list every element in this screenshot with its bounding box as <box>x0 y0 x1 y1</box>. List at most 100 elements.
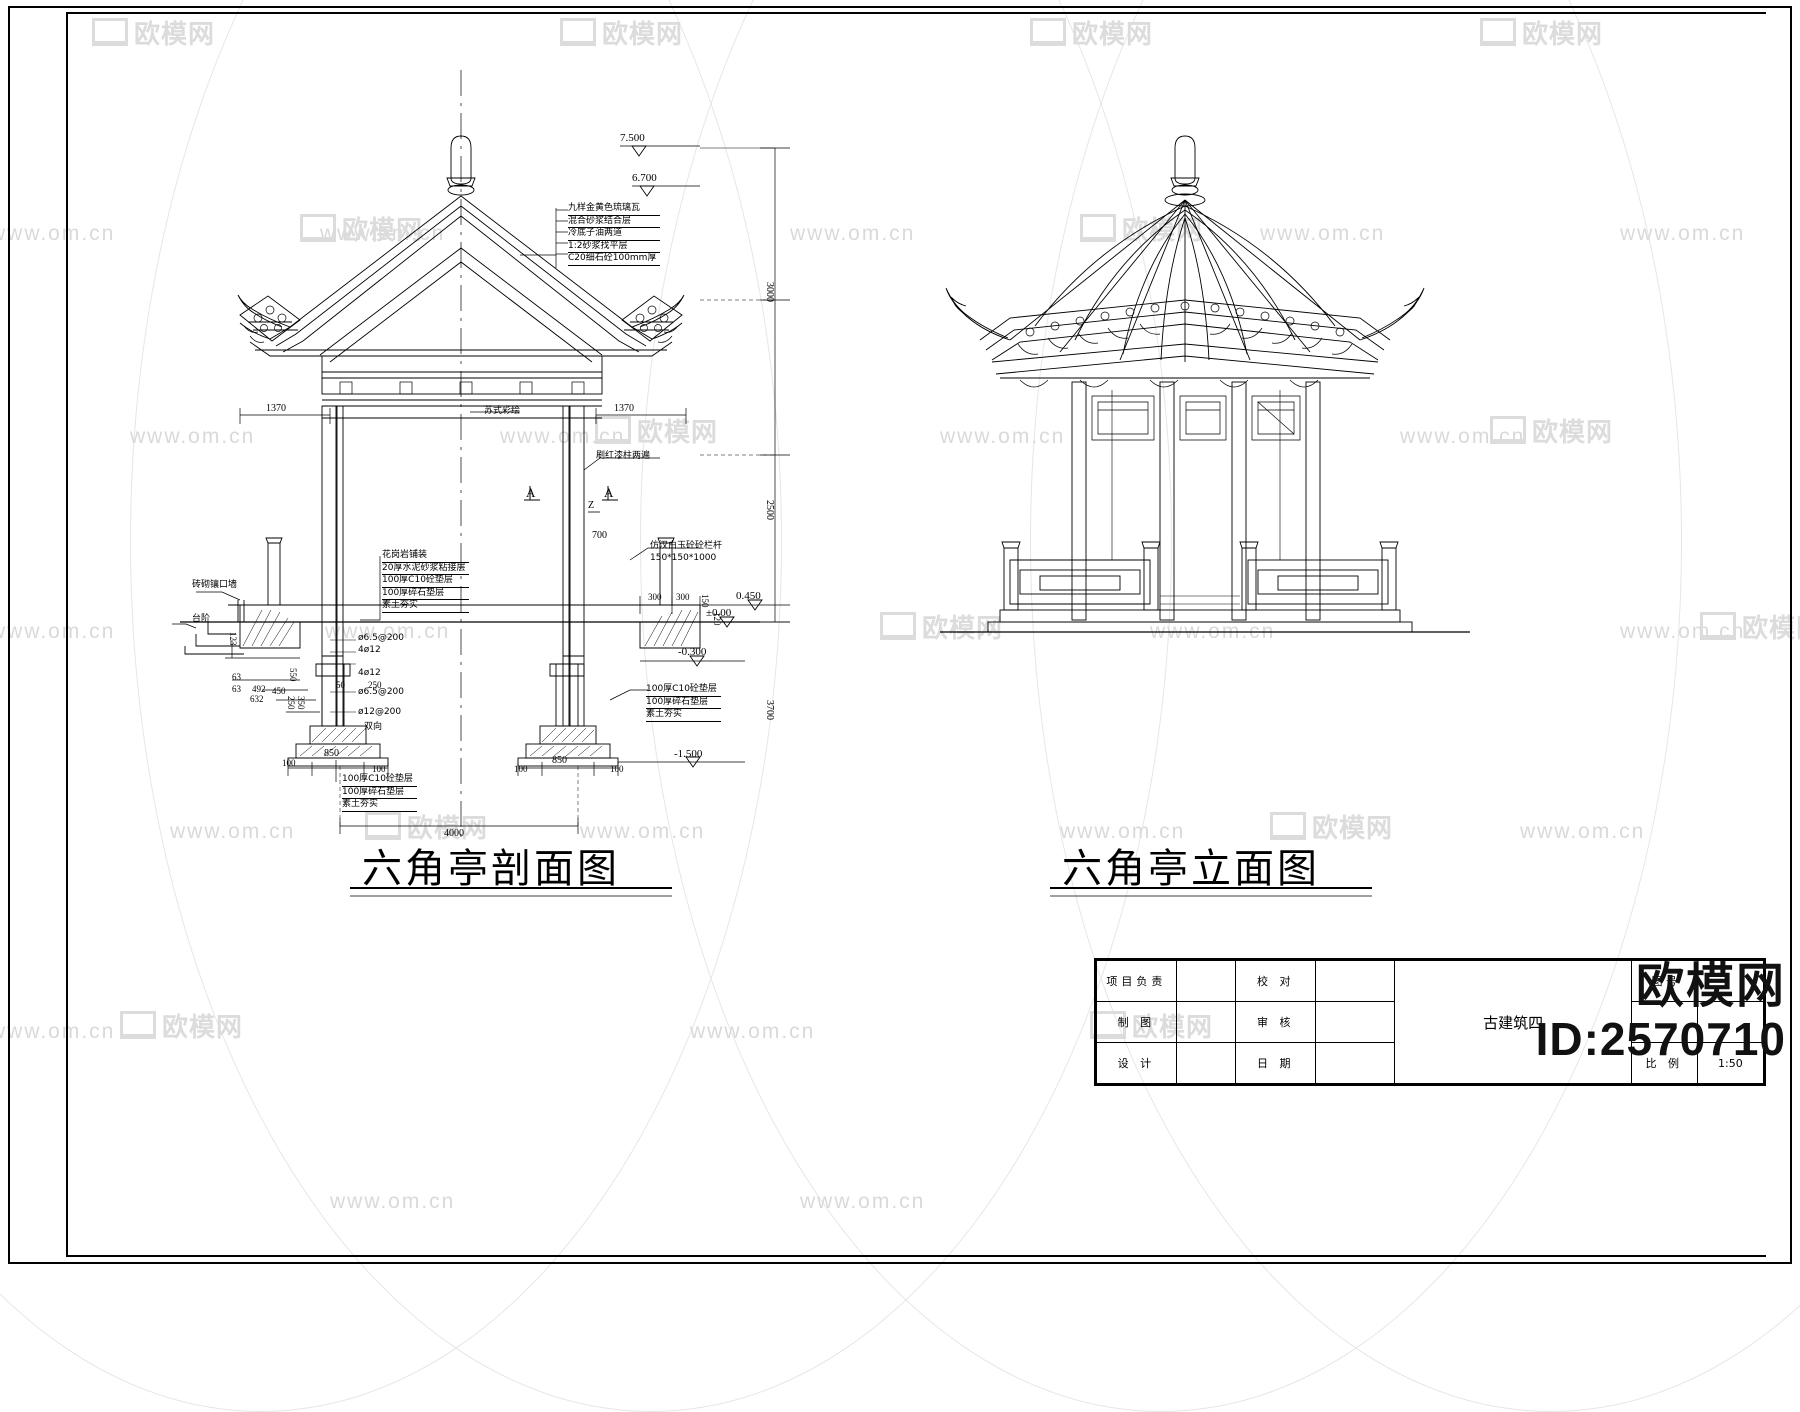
title-block-spacer <box>1630 1001 1698 1043</box>
watermark-text: www.om.cn <box>1060 820 1186 843</box>
dimension-100: 100 <box>372 764 386 774</box>
footing-note-line: 100厚碎石垫层 <box>342 787 417 799</box>
paving-note-line: 素土夯实 <box>382 600 470 613</box>
title-block-cell-drafter: 制 图 <box>1096 1001 1177 1043</box>
dimension-550: 550 <box>288 668 298 682</box>
dimension-250b: 250 <box>286 696 296 710</box>
title-block-cell-value[interactable] <box>1175 1001 1237 1043</box>
title-block-spacer <box>1696 1001 1765 1043</box>
dimension-300a: 300 <box>648 592 662 602</box>
footing-note-bottom: 100厚C10砼垫层 100厚碎石垫层 素土夯实 <box>342 774 417 812</box>
sheet-border-inner <box>66 12 1766 1257</box>
elevation-marker: 7.500 <box>620 132 645 144</box>
elevation-marker: ±0.00 <box>706 607 732 619</box>
watermark-logo: 欧模网 <box>365 808 488 845</box>
sheet-border-outer <box>8 6 1792 1264</box>
roof-note-line: C20细石砼100mm厚 <box>568 253 661 266</box>
watermark-logo: 欧模网 <box>560 14 683 51</box>
dimension-450: 450 <box>272 686 286 696</box>
watermark-text: www.om.cn <box>170 820 296 843</box>
watermark-text: www.om.cn <box>0 620 116 643</box>
double-way-label: 双向 <box>364 722 383 732</box>
watermark-logo: 欧模网 <box>92 14 215 51</box>
watermark-text: www.om.cn <box>940 425 1066 448</box>
dimension-vertical: 3700 <box>764 700 775 720</box>
watermark-logo: 欧模网 <box>1270 808 1393 845</box>
title-block-cell-date: 日 期 <box>1235 1042 1317 1084</box>
title-block-row: 制 图 审 核 <box>1096 1001 1765 1043</box>
roof-construction-note: 九样金黄色琉璃瓦 混合砂浆结合层 冷底子油两道 1:2砂浆找平层 C20细石砼1… <box>568 203 661 266</box>
watermark-text: www.om.cn <box>790 222 916 245</box>
watermark-text: www.om.cn <box>0 1020 116 1043</box>
footing-note-right: 100厚C10砼垫层 100厚碎石垫层 素土夯实 <box>646 684 721 722</box>
watermark-text: www.om.cn <box>325 620 451 643</box>
section-mark-a-left: A <box>526 485 536 500</box>
title-block-cell-checked: 校 对 <box>1235 960 1317 1002</box>
dimension-63a: 63 <box>232 672 241 682</box>
footing-note-line: 100厚C10砼垫层 <box>342 774 417 787</box>
watermark-logo: 欧模网 <box>1490 412 1613 449</box>
title-block-cell-value[interactable] <box>1175 960 1237 1002</box>
title-block-scale-value: 1:50 <box>1696 1042 1765 1084</box>
rebar-callout: ø6.5@200 <box>358 633 404 643</box>
watermark-text: www.om.cn <box>130 425 256 448</box>
dimension-100: 100 <box>610 764 624 774</box>
watermark-text: www.om.cn <box>580 820 706 843</box>
dimension-123: 123 <box>228 632 238 646</box>
watermark-logo: 欧模网 <box>595 412 718 449</box>
title-block-row: 项目负责 校 对 古建筑四 图 号 <box>1096 960 1765 1084</box>
title-block-cell-value[interactable] <box>1175 1042 1237 1084</box>
watermark-logo: 欧模网 <box>1030 14 1153 51</box>
elevation-marker: -1.500 <box>674 748 703 760</box>
dimension-1370-left: 1370 <box>266 403 286 414</box>
watermark-text: www.om.cn <box>690 1020 816 1043</box>
dimension-300b: 300 <box>676 592 690 602</box>
title-block-cell-designer: 设 计 <box>1096 1042 1177 1084</box>
title-block-cell-value[interactable] <box>1315 1042 1396 1084</box>
watermark-text: www.om.cn <box>800 1190 926 1213</box>
roof-note-line: 九样金黄色琉璃瓦 <box>568 203 661 216</box>
dimension-632: 632 <box>250 694 264 704</box>
title-block-cell-value[interactable] <box>1315 960 1396 1002</box>
paving-note-line: 20厚水泥砂浆粘接层 <box>382 563 470 575</box>
roof-note-line: 1:2砂浆找平层 <box>568 241 661 253</box>
su-painting-label: 苏式彩绘 <box>484 406 521 416</box>
title-block-cell-value[interactable] <box>1315 1001 1396 1043</box>
dimension-150: 150 <box>700 594 710 608</box>
dimension-850-right: 850 <box>552 755 567 766</box>
dimension-vertical: 2500 <box>764 500 775 520</box>
rebar-callout: ø6.5@200 <box>358 687 404 697</box>
dimension-850-left: 850 <box>324 748 339 759</box>
railing-label: 仿汉白玉砼砼栏杆 <box>650 541 723 551</box>
watermark-text: www.om.cn <box>0 222 116 245</box>
dimension-492: 492 <box>252 684 266 694</box>
title-block: 项目负责 校 对 古建筑四 图 号 制 图 审 核 设 计 日 期 <box>1094 958 1766 1086</box>
footing-note-line: 100厚C10砼垫层 <box>646 684 721 697</box>
rebar-callout: ø12@200 <box>358 707 402 717</box>
watermark-text: www.om.cn <box>1620 222 1746 245</box>
watermark-text: www.om.cn <box>500 425 626 448</box>
watermark-text: www.om.cn <box>330 1190 456 1213</box>
dimension-120: 120 <box>712 612 722 626</box>
rebar-callout: 4ø12 <box>358 645 381 655</box>
roof-note-line: 混合砂浆结合层 <box>568 216 661 228</box>
roof-note-line: 冷底子油两道 <box>568 228 661 241</box>
dimension-100: 100 <box>282 758 296 768</box>
dimension-700: 700 <box>592 530 607 541</box>
railing-size-label: 150*150*1000 <box>650 553 717 563</box>
watermark-logo: 欧模网 <box>120 1007 243 1044</box>
dimension-vertical: 3000 <box>764 282 775 302</box>
steps-label: 台阶 <box>192 614 211 624</box>
dimension-350: 350 <box>296 696 306 710</box>
dimension-4000: 4000 <box>444 828 464 839</box>
paving-construction-note: 花岗岩铺装 20厚水泥砂浆粘接层 100厚C10砼垫层 100厚碎石垫层 素土夯… <box>382 550 470 613</box>
elevation-marker: 6.700 <box>632 172 657 184</box>
section-mark-a-right: A <box>604 485 614 500</box>
elevation-marker: 0.450 <box>736 590 761 602</box>
watermark-text: www.om.cn <box>1520 820 1646 843</box>
elevation-marker: -0.300 <box>678 646 707 658</box>
dimension-63b: 63 <box>232 684 241 694</box>
section-drawing-title: 六角亭剖面图 <box>362 846 620 892</box>
watermark-logo: 欧模网 <box>1480 14 1603 51</box>
elevation-drawing-title: 六角亭立面图 <box>1062 846 1320 892</box>
